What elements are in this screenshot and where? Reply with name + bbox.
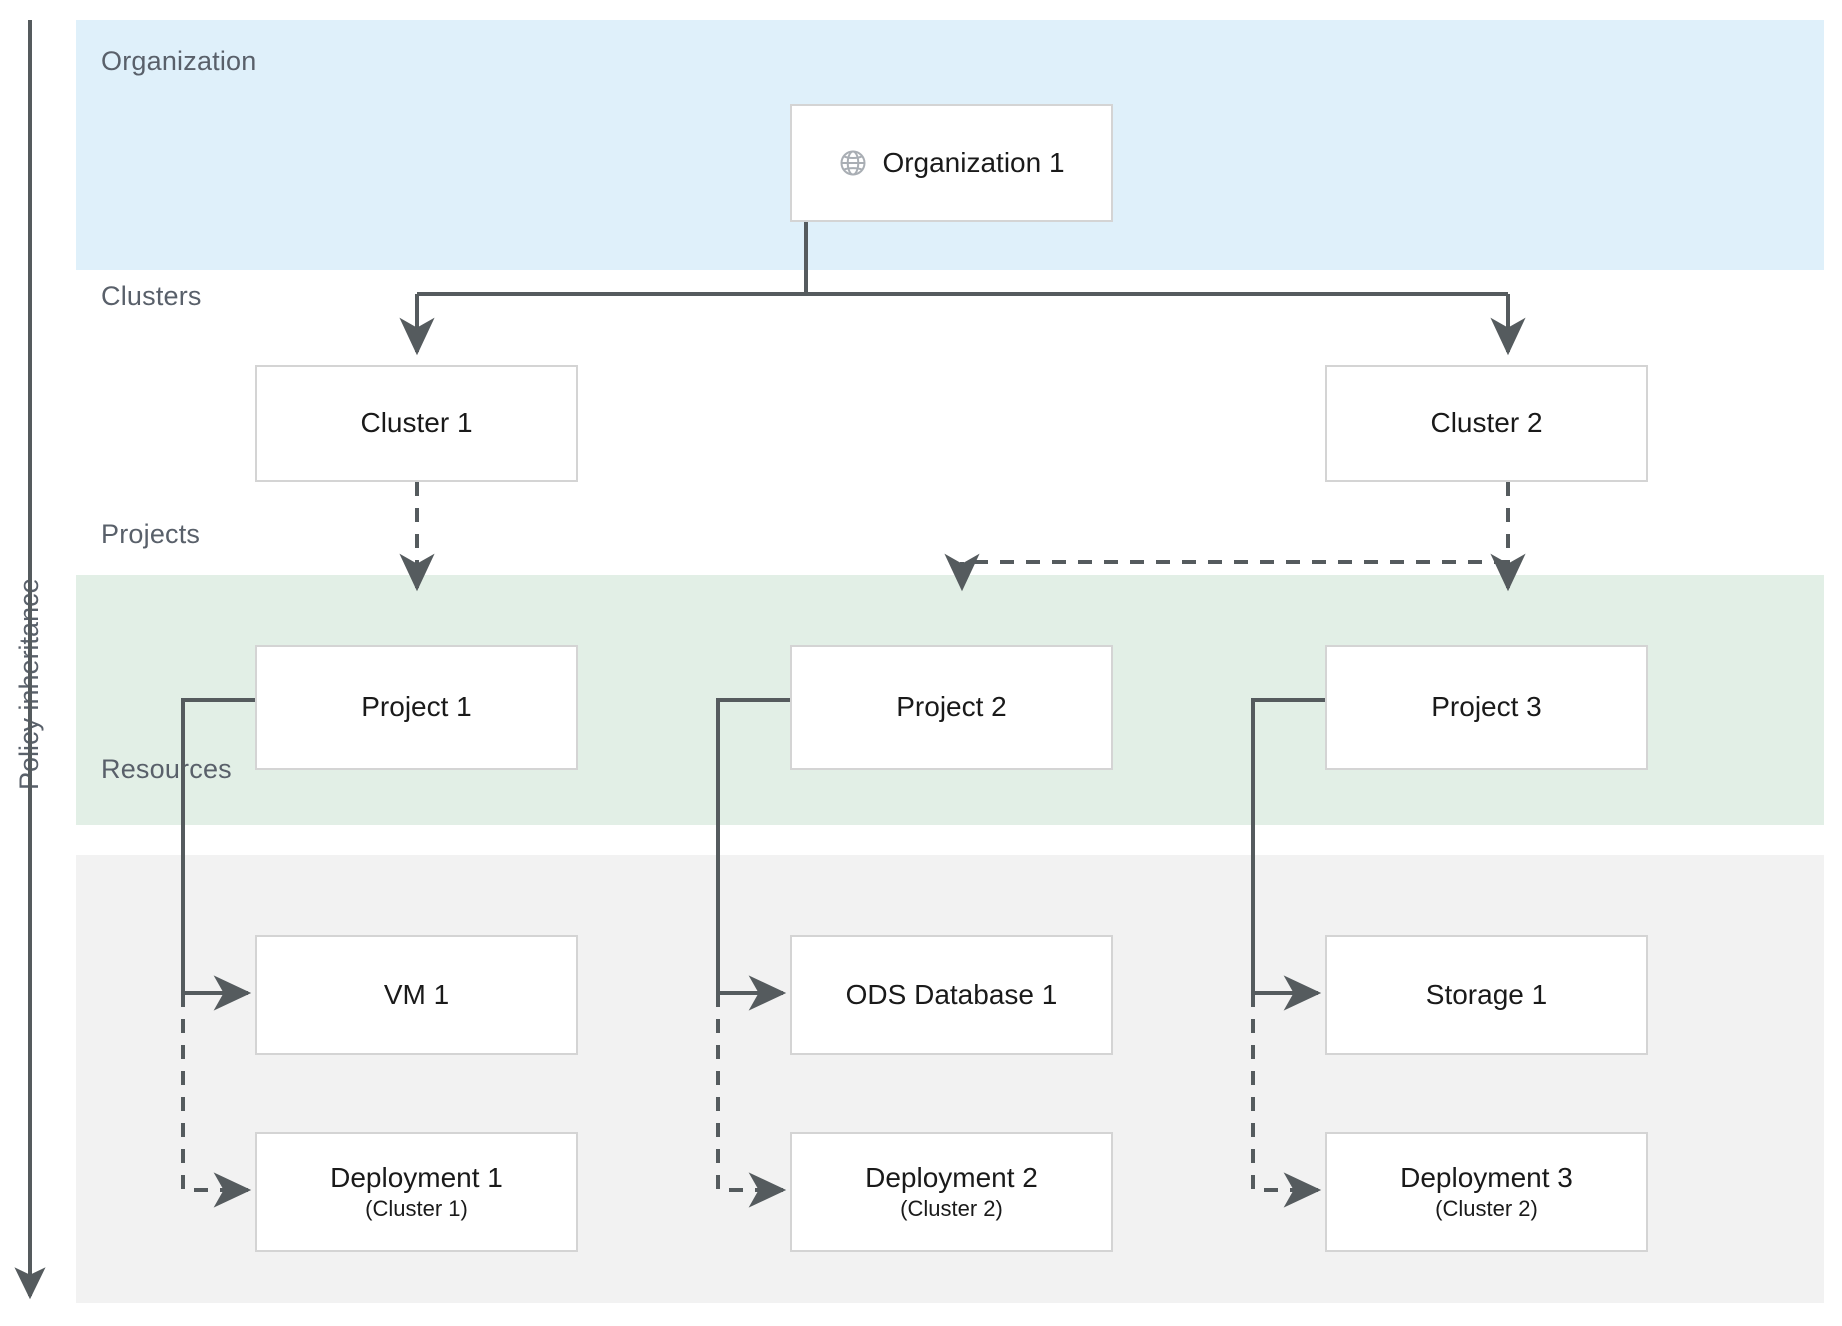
node-sublabel: (Cluster 2) — [1435, 1195, 1538, 1221]
node-deployment-1[interactable]: Deployment 1 (Cluster 1) — [255, 1132, 578, 1252]
node-label: Organization 1 — [882, 146, 1065, 178]
node-label: Cluster 2 — [1430, 407, 1543, 439]
node-label: Storage 1 — [1425, 978, 1548, 1010]
node-project-1[interactable]: Project 1 — [255, 645, 578, 770]
band-label-projects: Projects — [101, 519, 201, 549]
node-cluster-2[interactable]: Cluster 2 — [1325, 365, 1648, 482]
globe-icon — [838, 148, 868, 178]
node-label: Project 1 — [361, 691, 472, 723]
band-label-organization: Organization — [101, 46, 257, 76]
node-label: Deployment 2 — [865, 1161, 1038, 1193]
node-ods-database-1[interactable]: ODS Database 1 — [790, 935, 1113, 1055]
band-label-clusters: Clusters — [101, 281, 202, 311]
node-organization-1[interactable]: Organization 1 — [790, 104, 1113, 222]
node-project-3[interactable]: Project 3 — [1325, 645, 1648, 770]
node-deployment-3[interactable]: Deployment 3 (Cluster 2) — [1325, 1132, 1648, 1252]
node-label: ODS Database 1 — [845, 978, 1058, 1010]
node-deployment-2[interactable]: Deployment 2 (Cluster 2) — [790, 1132, 1113, 1252]
node-storage-1[interactable]: Storage 1 — [1325, 935, 1648, 1055]
node-label: Cluster 1 — [360, 407, 473, 439]
node-cluster-1[interactable]: Cluster 1 — [255, 365, 578, 482]
node-label: VM 1 — [383, 978, 450, 1010]
node-label: Deployment 3 — [1400, 1161, 1573, 1193]
node-sublabel: (Cluster 1) — [365, 1195, 468, 1221]
node-label: Project 3 — [1431, 691, 1542, 723]
node-label: Deployment 1 — [330, 1161, 503, 1193]
node-project-2[interactable]: Project 2 — [790, 645, 1113, 770]
node-label: Project 2 — [896, 691, 1007, 723]
node-sublabel: (Cluster 2) — [900, 1195, 1003, 1221]
policy-inheritance-axis-label: Policy inheritance — [14, 578, 44, 790]
node-vm-1[interactable]: VM 1 — [255, 935, 578, 1055]
band-label-resources: Resources — [101, 754, 232, 784]
